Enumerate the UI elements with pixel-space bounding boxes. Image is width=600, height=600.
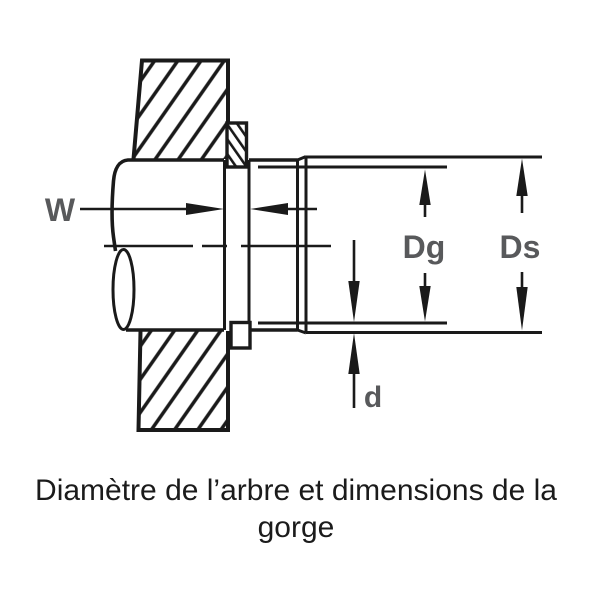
label-shaft-diameter: Ds bbox=[500, 229, 541, 265]
dimension-dg: Dg bbox=[403, 169, 446, 322]
retaining-ring-bottom-section bbox=[229, 320, 252, 350]
housing-bottom-border bbox=[136, 330, 230, 432]
housing-top-border bbox=[131, 58, 230, 160]
retaining-ring-top-section bbox=[225, 121, 249, 169]
caption-line-2: gorge bbox=[258, 511, 335, 544]
housing-bottom-hatch-fill bbox=[138, 331, 228, 430]
dg-arrowhead-up-pointing bbox=[419, 169, 431, 205]
d-arrowhead-up-pointing bbox=[348, 333, 360, 374]
housing-block-bottom bbox=[136, 330, 230, 432]
dimension-w: W bbox=[45, 192, 317, 228]
shaft-break-ellipse bbox=[111, 248, 136, 331]
dg-arrowhead-down-pointing bbox=[419, 286, 431, 322]
shaft-left-section bbox=[110, 158, 224, 332]
extension-lines bbox=[258, 155, 542, 335]
d-arrowhead-down-pointing bbox=[348, 281, 360, 322]
label-groove-width: W bbox=[45, 192, 76, 228]
ds-arrowhead-down-pointing bbox=[516, 287, 528, 331]
label-groove-diameter: Dg bbox=[403, 229, 446, 265]
w-arrowhead-left-pointing bbox=[250, 203, 288, 215]
figure-caption: Diamètre de l’arbre et dimensions de la … bbox=[35, 474, 557, 544]
housing-block-top bbox=[131, 58, 230, 160]
caption-line-1: Diamètre de l’arbre et dimensions de la bbox=[35, 474, 557, 507]
label-groove-depth: d bbox=[364, 381, 382, 414]
ds-arrowhead-up-pointing bbox=[516, 158, 528, 196]
retaining-ring bbox=[225, 121, 252, 350]
dimension-ds: Ds bbox=[500, 158, 541, 331]
dimension-d: d bbox=[348, 240, 382, 414]
housing-top-hatch-fill bbox=[133, 60, 228, 159]
shaft-top-edge-and-break-line bbox=[110, 158, 224, 252]
w-arrowhead-right-pointing bbox=[186, 203, 224, 215]
